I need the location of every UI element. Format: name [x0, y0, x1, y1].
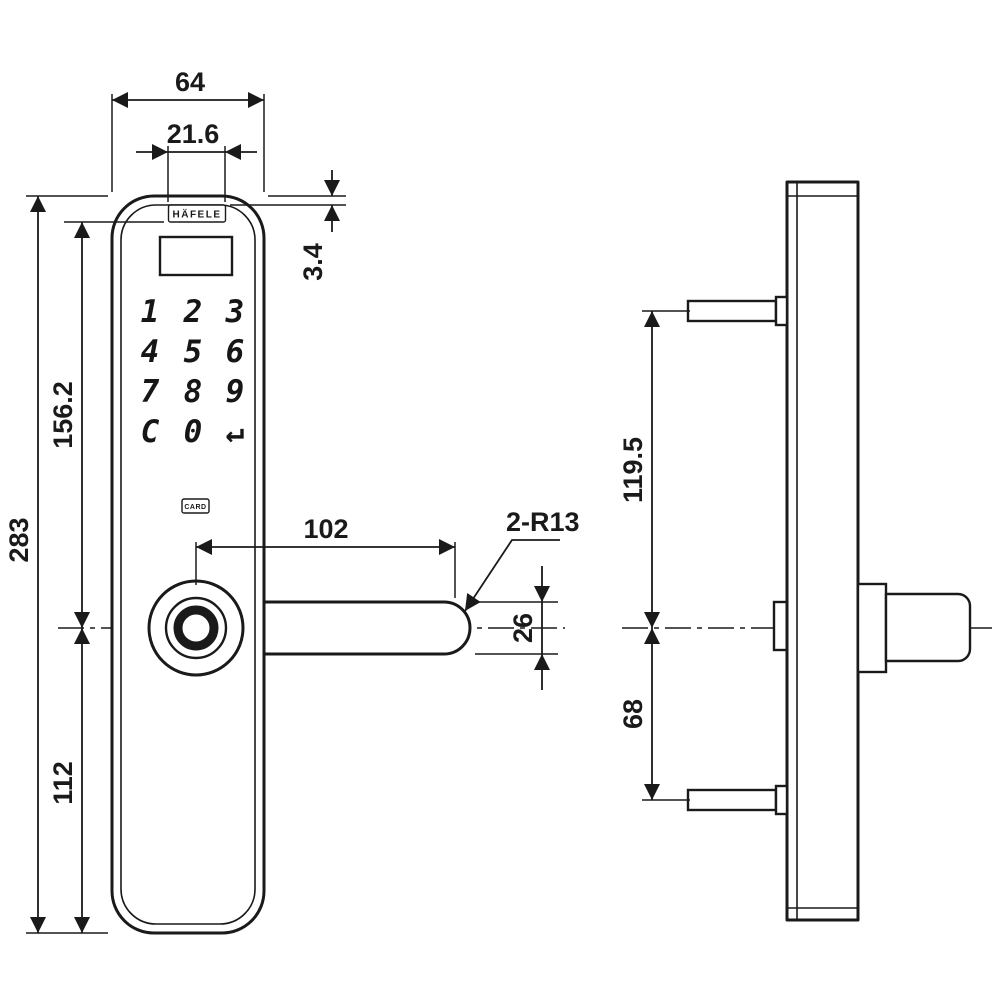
display-window	[158, 235, 234, 277]
dim-overall-width-64: 64	[111, 67, 265, 192]
keypad-key: 1	[141, 294, 160, 330]
dim-label-26: 26	[508, 613, 538, 643]
mounting-bolt-top	[686, 295, 789, 327]
keypad-key: 7	[141, 374, 160, 410]
side-body-outline	[785, 180, 860, 922]
dim-handle-to-bottom-112: 112	[48, 628, 91, 933]
handle-side-profile	[856, 582, 972, 674]
keypad-key: 5	[184, 334, 203, 370]
keypad: 1 2 3 4 5 6 7 8 9 C 0 ↵	[141, 294, 245, 450]
card-reader: CARD	[181, 498, 210, 514]
keypad-key: 8	[184, 374, 203, 410]
handle-rose	[147, 579, 245, 677]
dim-label-102: 102	[303, 514, 348, 544]
dim-label-2-r13: 2-R13	[506, 507, 580, 537]
dim-label-283: 283	[4, 517, 34, 562]
keypad-key: 3	[225, 294, 245, 330]
card-plate	[181, 498, 210, 514]
logo-plate	[167, 204, 227, 223]
side-view	[622, 180, 992, 922]
dim-label-64: 64	[175, 67, 205, 97]
dim-top-offset-3-4: 3.4	[230, 170, 346, 281]
lock-body-outline	[110, 194, 266, 935]
card-label: CARD	[184, 504, 206, 511]
dim-center-to-bottom-bolt-68: 68	[618, 628, 690, 801]
dim-handle-end-radius-r13: 2-R13	[464, 507, 580, 612]
keypad-key: 9	[226, 374, 245, 410]
bolt-rod	[686, 788, 778, 812]
dim-top-to-handle-156-2: 156.2	[48, 221, 164, 628]
dim-label-21-6: 21.6	[167, 119, 220, 149]
handle-cylinder	[173, 605, 219, 651]
dim-label-3-4: 3.4	[298, 243, 328, 281]
dim-overall-height-283: 283	[4, 195, 108, 934]
handle-hub	[856, 582, 888, 674]
brand-logo: HÄFELE	[167, 204, 227, 223]
keypad-key: 2	[183, 294, 203, 330]
dim-logo-width-21-6: 21.6	[136, 119, 257, 202]
keypad-key: 4	[141, 334, 160, 370]
front-view: HÄFELE 1 2 3 4 5 6 7 8 9 C 0 ↵ CARD	[58, 194, 565, 935]
bolt-flange	[774, 784, 789, 816]
dim-top-bolt-to-center-119-5: 119.5	[618, 310, 690, 628]
dim-label-112: 112	[48, 761, 78, 805]
bolt-flange	[774, 295, 789, 327]
dim-label-119-5: 119.5	[618, 437, 648, 503]
dim-handle-thickness-26: 26	[475, 566, 558, 690]
bolt-rod	[686, 299, 778, 323]
mounting-bolt-bottom	[686, 784, 789, 816]
keypad-key: 6	[226, 334, 245, 370]
keypad-key: 0	[184, 414, 203, 450]
keypad-key: ↵	[226, 414, 245, 450]
keypad-key: C	[141, 414, 160, 450]
dim-label-68: 68	[618, 699, 648, 729]
logo-text: HÄFELE	[173, 208, 222, 221]
handle-rose-inner	[164, 596, 228, 660]
handle-shaft	[884, 592, 972, 663]
dim-label-156-2: 156.2	[48, 381, 78, 449]
handle-rose-outer	[147, 579, 245, 677]
dim-handle-length-102: 102	[195, 514, 456, 598]
